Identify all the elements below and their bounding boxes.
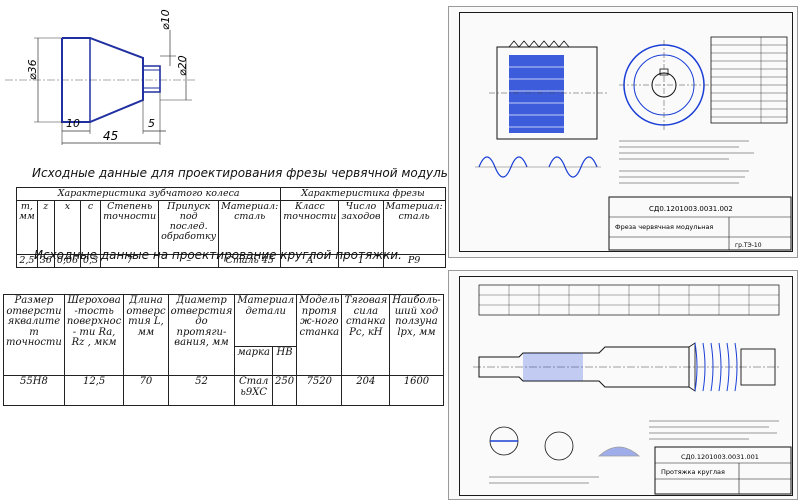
table-cell: 1600 bbox=[389, 375, 444, 406]
col-header: m, мм bbox=[16, 199, 38, 255]
stamp-group-1: гр.ТЭ-10 bbox=[735, 242, 762, 249]
dim-5-label: 5 bbox=[148, 117, 155, 130]
col-header: Материал: сталь bbox=[218, 199, 282, 255]
group-header-cutter: Характеристика фрезы bbox=[280, 187, 446, 201]
table-cell: Сталь 45 bbox=[218, 253, 282, 268]
table-cell: Р9 bbox=[382, 253, 446, 268]
sub-header: марка bbox=[234, 345, 274, 377]
milling-cutter-heading: Исходные данные для проектирования фрезы… bbox=[32, 166, 475, 180]
gear-cutter-table: Характеристика зубчатого колеса Характер… bbox=[15, 187, 446, 268]
col-header: Диаметр отверстия до протяги- вания, мм bbox=[167, 294, 236, 376]
table-cell: 1 bbox=[338, 253, 384, 268]
drawing-sheet-milling-cutter: СД0.1201003.0031.002 Фреза червячная мод… bbox=[448, 6, 798, 258]
table-cell: – bbox=[158, 253, 220, 268]
col-header: Шерохова -тость поверхнос - ти Ra, Rz , … bbox=[63, 294, 125, 376]
stamp-title-1: Фреза червячная модульная bbox=[615, 223, 713, 231]
dim-d10-label: ⌀10 bbox=[159, 9, 172, 30]
stamp-title-2: Протяжка круглая bbox=[661, 468, 725, 476]
drawing-sheet-broach: СД0.1201003.0031.001 Протяжка круглая bbox=[448, 270, 798, 500]
table-cell: 0,3 bbox=[79, 253, 102, 268]
table-cell: 204 bbox=[341, 375, 391, 406]
table-cell: Стал ь9ХС bbox=[234, 375, 274, 406]
table-cell: 0,06 bbox=[53, 253, 82, 268]
table-cell: 12,5 bbox=[63, 375, 125, 406]
stamp-code-1: СД0.1201003.0031.002 bbox=[649, 205, 733, 213]
col-header: z bbox=[36, 199, 55, 255]
col-header: Припуск под послед. обработку bbox=[158, 199, 220, 255]
table-cell: 55Н8 bbox=[3, 375, 65, 406]
col-header: x bbox=[53, 199, 82, 255]
col-header: Степень точности bbox=[100, 199, 160, 255]
dim-d20-label: ⌀20 bbox=[176, 55, 189, 76]
col-header: Длина отверс тия L, мм bbox=[123, 294, 169, 376]
table-cell: 52 bbox=[167, 375, 236, 406]
sub-header: НВ bbox=[272, 345, 298, 377]
table-cell: 250 bbox=[272, 375, 298, 406]
broach-heading: Исходные данные на проектирование кругло… bbox=[34, 248, 402, 262]
col-header: Наиболь- ший ход ползуна lpx, мм bbox=[389, 294, 444, 376]
col-header: Размер отверсти яквалите т точности bbox=[3, 294, 65, 376]
col-header: c bbox=[79, 199, 102, 255]
part-sketch: ⌀36 ⌀10 ⌀20 10 5 45 bbox=[5, 9, 195, 145]
col-header: Материал детали bbox=[234, 294, 298, 347]
table-cell: 7520 bbox=[296, 375, 343, 406]
col-header: Модель протя ж-ного станка bbox=[296, 294, 343, 376]
dim-d36-label: ⌀36 bbox=[26, 59, 39, 80]
col-header: Число заходов bbox=[338, 199, 384, 255]
col-header: Материал: сталь bbox=[382, 199, 446, 255]
table-cell: 7 bbox=[100, 253, 160, 268]
col-header: Класс точности bbox=[280, 199, 340, 255]
table-cell: 70 bbox=[123, 375, 169, 406]
group-header-gear: Характеристика зубчатого колеса bbox=[15, 187, 282, 201]
dim-45-label: 45 bbox=[103, 129, 118, 143]
col-header: Тяговая сила станка Pc, кН bbox=[341, 294, 391, 376]
stamp-code-2: СД0.1201003.0031.001 bbox=[681, 453, 759, 461]
broach-table: Размер отверсти яквалите т точности Шеро… bbox=[3, 294, 444, 406]
dim-10-label: 10 bbox=[66, 117, 80, 130]
